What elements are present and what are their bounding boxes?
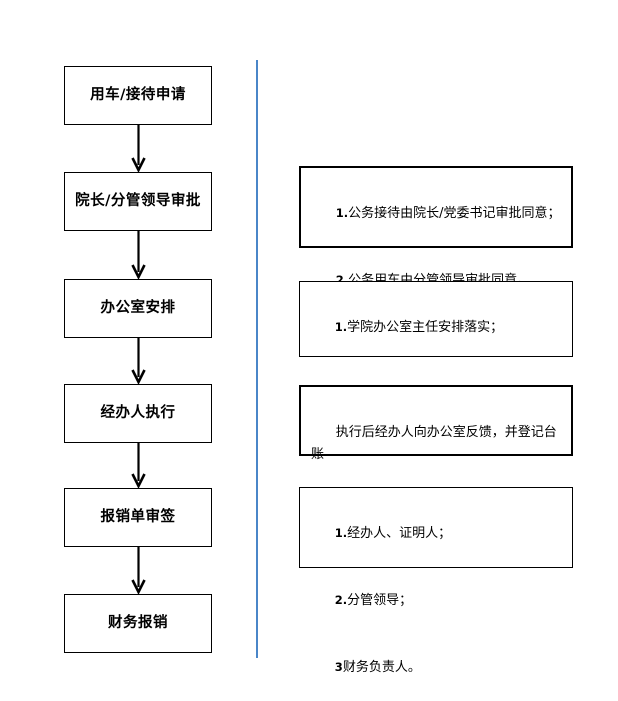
note-line: 1.经办人、证明人； xyxy=(310,500,562,567)
note-marker: 1. xyxy=(334,320,348,334)
note-text: 分管领导； xyxy=(347,593,413,608)
flow-step-3[interactable]: 办公室安排 xyxy=(64,279,212,338)
note-marker: 1. xyxy=(335,206,349,220)
note-text: 执行后经办人向办公室反馈，并登记台账 xyxy=(311,425,557,462)
note-marker: 2. xyxy=(334,593,348,607)
flow-arrow-3 xyxy=(131,338,146,384)
note-text: 学院办公室主任安排落实； xyxy=(347,320,504,335)
flow-step-1[interactable]: 用车/接待申请 xyxy=(64,66,212,125)
flow-step-6[interactable]: 财务报销 xyxy=(64,594,212,653)
flow-arrow-4 xyxy=(131,443,146,488)
note-line: 3财务负责人。 xyxy=(310,634,562,701)
note-box-3: 执行后经办人向办公室反馈，并登记台账 信息。 xyxy=(299,385,573,529)
flow-step-3-label: 办公室安排 xyxy=(100,300,176,317)
flow-step-2[interactable]: 院长/分管领导审批 xyxy=(64,172,212,231)
note-line: 1.公务接待由院长/党委书记审批同意； xyxy=(311,180,561,247)
note-text: 财务负责人。 xyxy=(342,660,421,675)
flow-step-4-label: 经办人执行 xyxy=(100,405,176,422)
flow-step-6-label: 财务报销 xyxy=(108,615,168,632)
flow-step-2-label: 院长/分管领导审批 xyxy=(75,193,201,210)
note-line: 1.学院办公室主任安排落实； xyxy=(310,294,562,361)
flow-arrow-2 xyxy=(131,231,146,279)
flow-step-1-label: 用车/接待申请 xyxy=(90,87,186,104)
flow-step-4[interactable]: 经办人执行 xyxy=(64,384,212,443)
note-line: 执行后经办人向办公室反馈，并登记台账 xyxy=(311,399,561,488)
note-line: 2.分管领导； xyxy=(310,567,562,634)
column-divider xyxy=(256,60,258,658)
note-marker: 1. xyxy=(334,526,348,540)
note-box-1: 1.公务接待由院长/党委书记审批同意； 2.公务用车由分管领导审批同意。 xyxy=(299,166,573,288)
note-box-2: 1.学院办公室主任安排落实； 2.办公室主任登记台账。 xyxy=(299,281,573,402)
note-text: 经办人、证明人； xyxy=(347,526,452,541)
flow-step-5-label: 报销单审签 xyxy=(100,509,176,526)
note-text: 公务接待由院长/党委书记审批同意； xyxy=(348,206,561,221)
note-box-4: 1.经办人、证明人； 2.分管领导； 3财务负责人。 xyxy=(299,487,573,675)
flow-arrow-1 xyxy=(131,125,146,172)
note-marker: 3 xyxy=(334,660,343,674)
flow-arrow-5 xyxy=(131,547,146,594)
flow-step-5[interactable]: 报销单审签 xyxy=(64,488,212,547)
